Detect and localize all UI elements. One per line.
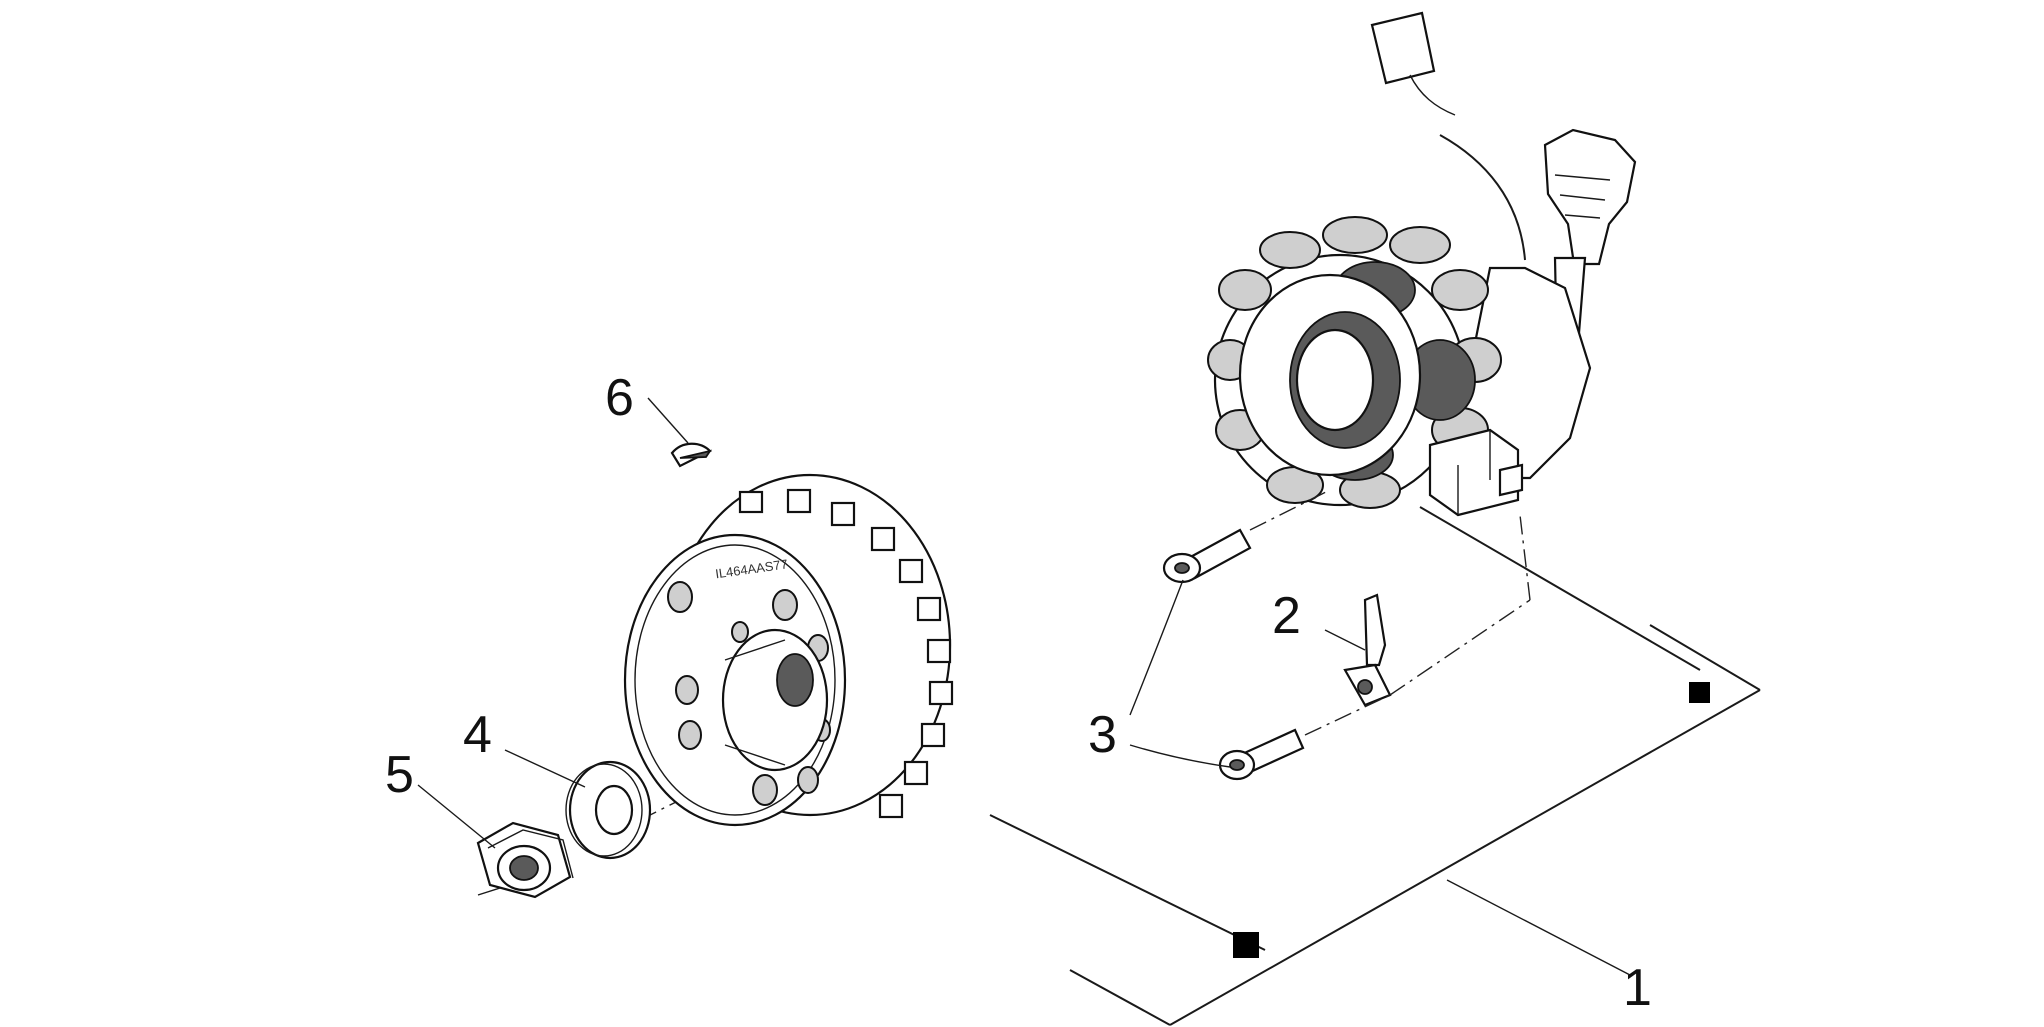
screw-upper	[1162, 528, 1252, 584]
assembly-marker-right	[1689, 682, 1710, 703]
callout-5: 5	[385, 746, 414, 804]
rotor-teeth	[738, 488, 954, 819]
assembly-marker-left	[1233, 932, 1259, 958]
callout-2: 2	[1272, 587, 1301, 645]
hex-nut	[476, 821, 574, 899]
assembly-bracket	[989, 506, 1761, 1026]
callout-1: 1	[1623, 959, 1652, 1017]
screw-lower	[1218, 728, 1305, 781]
leader-lines	[417, 397, 1631, 976]
washer	[565, 760, 652, 860]
woodruff-key	[670, 442, 713, 468]
callout-6: 6	[605, 369, 634, 427]
pickup-sensor	[1343, 593, 1392, 707]
stator-assembly	[1207, 11, 1637, 517]
callout-3: 3	[1088, 706, 1117, 764]
callout-4: 4	[463, 706, 492, 764]
flywheel-rotor: IL464AAS77	[623, 473, 954, 827]
